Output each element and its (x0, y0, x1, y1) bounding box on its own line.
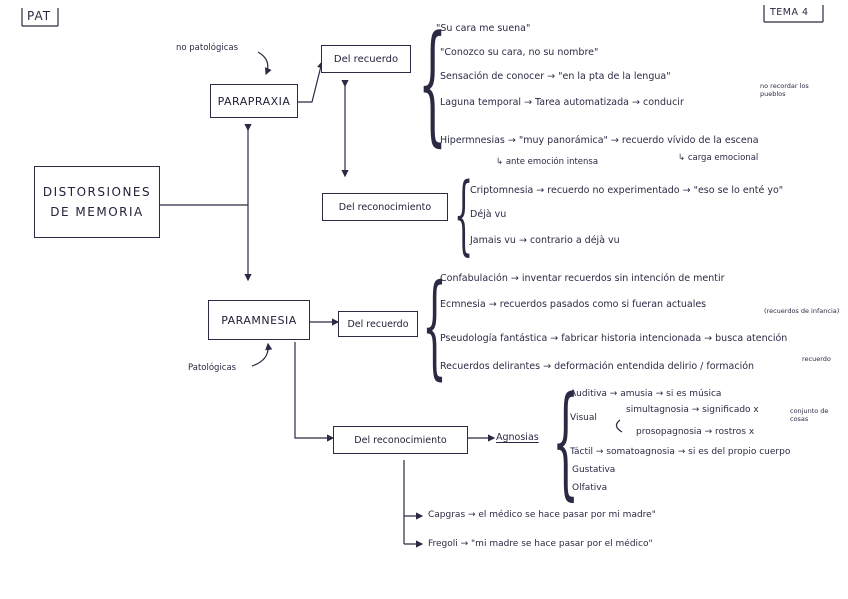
paramnesia-reconocimiento-label: Del reconocimiento (354, 434, 447, 446)
agnosia-olfativa: Olfativa (572, 483, 608, 493)
agnosia-tactil: Táctil → somatoagnosia → si es del propi… (570, 447, 791, 457)
parapraxia-recuerdo-box: Del recuerdo (321, 45, 411, 73)
brace-recuerdo-2: { (422, 261, 447, 391)
pp-rec-item-2: "Conozco su cara, no su nombre" (440, 47, 599, 58)
label-patologicas: Patológicas (188, 363, 237, 373)
root-title-line2: DE MEMORIA (50, 205, 144, 219)
brace-reconocimiento-1: { (454, 165, 474, 265)
pm-rec-item-4: Recuerdos delirantes → deformación enten… (440, 361, 755, 372)
tag-pat: PAT (27, 9, 52, 23)
note-carga-emocional: ↳ carga emocional (678, 153, 759, 163)
agnosia-simultagnosia: simultagnosia → significado x (626, 405, 759, 415)
pp-recon-item-1: Criptomnesia → recuerdo no experimentado… (470, 185, 784, 196)
pm-rec-item-1: Confabulación → inventar recuerdos sin i… (440, 273, 725, 284)
paramnesia-title: PARAMNESIA (221, 313, 297, 327)
paramnesia-recuerdo-label: Del recuerdo (347, 318, 409, 330)
parapraxia-title: PARAPRAXIA (217, 94, 291, 108)
pp-rec-item-1: "Su cara me suena" (436, 23, 531, 34)
pm-rec-item-3: Pseudología fantástica → fabricar histor… (440, 333, 788, 344)
root-title-line1: DISTORSIONES (42, 185, 152, 199)
pp-rec-item-3: Sensación de conocer → "en la pta de la … (440, 71, 671, 82)
root-box: DISTORSIONES DE MEMORIA (34, 166, 160, 238)
pp-rec-item-5: Hipermnesias → "muy panorámica" → recuer… (440, 135, 759, 146)
note-delirante: recuerdo (802, 355, 831, 363)
capgras-item: Capgras → el médico se hace pasar por mi… (428, 510, 656, 520)
brace-recuerdo-1: { (418, 7, 447, 159)
paramnesia-recuerdo-box: Del recuerdo (338, 311, 418, 337)
note-conjunto-cosas: conjunto de cosas (790, 407, 829, 423)
parapraxia-reconocimiento-box: Del reconocimiento (322, 193, 448, 221)
agnosia-prosopagnosia: prosopagnosia → rostros x (636, 427, 755, 437)
parapraxia-reconocimiento-label: Del reconocimiento (338, 201, 432, 213)
note-no-recordar-pueblos: no recordar los pueblos (760, 82, 809, 99)
label-no-patologicas: no patológicas (176, 43, 239, 53)
brace-agnosias: { (552, 370, 580, 512)
pp-recon-item-2: Déjà vu (470, 209, 507, 220)
agnosia-auditiva: Auditiva → amusia → si es música (570, 389, 722, 399)
pp-recon-item-3: Jamais vu → contrario a déjà vu (470, 235, 620, 246)
tag-tema: TEMA 4 (770, 7, 809, 18)
parapraxia-box: PARAPRAXIA (210, 84, 298, 118)
pm-rec-item-2: Ecmnesia → recuerdos pasados como si fue… (440, 299, 707, 310)
parapraxia-recuerdo-label: Del recuerdo (333, 53, 399, 65)
fregoli-item: Fregoli → "mi madre se hace pasar por el… (428, 539, 653, 549)
agnosias-label: Agnosias (496, 432, 539, 443)
pp-rec-item-4: Laguna temporal → Tarea automatizada → c… (440, 97, 684, 108)
agnosia-visual: Visual (570, 413, 597, 423)
agnosia-gustativa: Gustativa (572, 465, 616, 475)
paramnesia-box: PARAMNESIA (208, 300, 310, 340)
paramnesia-reconocimiento-box: Del reconocimiento (333, 426, 468, 454)
note-emocion-intensa: ↳ ante emoción intensa (496, 157, 599, 167)
note-infancia: (recuerdos de infancia) (764, 307, 840, 315)
